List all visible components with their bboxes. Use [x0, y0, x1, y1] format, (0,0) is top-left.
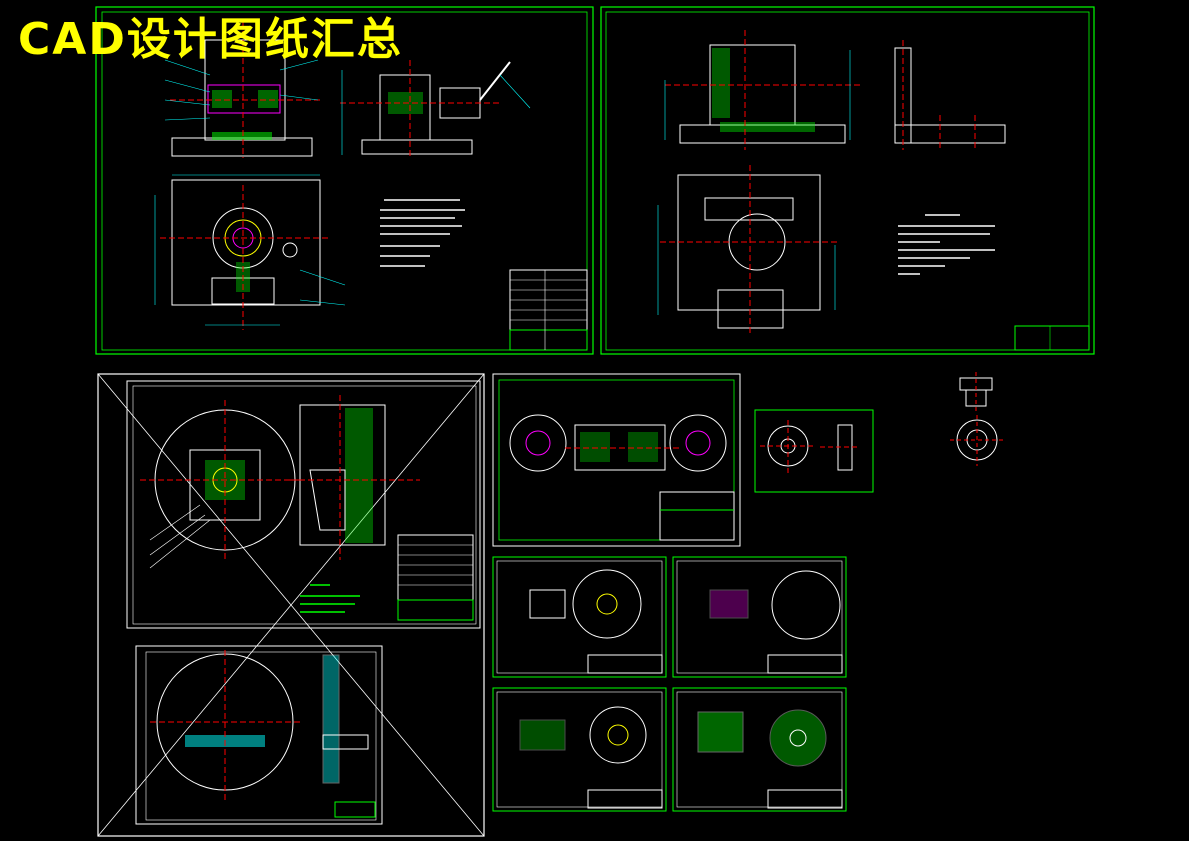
sheet-flange-4	[672, 687, 847, 812]
technical-notes-2	[898, 214, 995, 275]
sheet-small-bushing	[754, 409, 874, 493]
sheet-flange-2	[672, 556, 847, 678]
sheet-coupling-assembly	[492, 373, 741, 547]
sheet-flange-3	[492, 687, 667, 812]
sheet-flange-1	[492, 556, 667, 678]
top-view	[154, 174, 346, 330]
sheet-pin	[950, 372, 1004, 466]
title-block	[509, 269, 588, 351]
front-view	[164, 22, 320, 158]
technical-notes	[380, 199, 465, 267]
sheet-fixture-assembly	[95, 6, 594, 355]
notes-block-3	[300, 584, 360, 613]
sheet-rotary-plate	[135, 645, 383, 825]
sheet-indexing-fixture	[97, 373, 485, 837]
sheet-fixture-body	[600, 6, 1095, 355]
side-view	[340, 60, 531, 158]
